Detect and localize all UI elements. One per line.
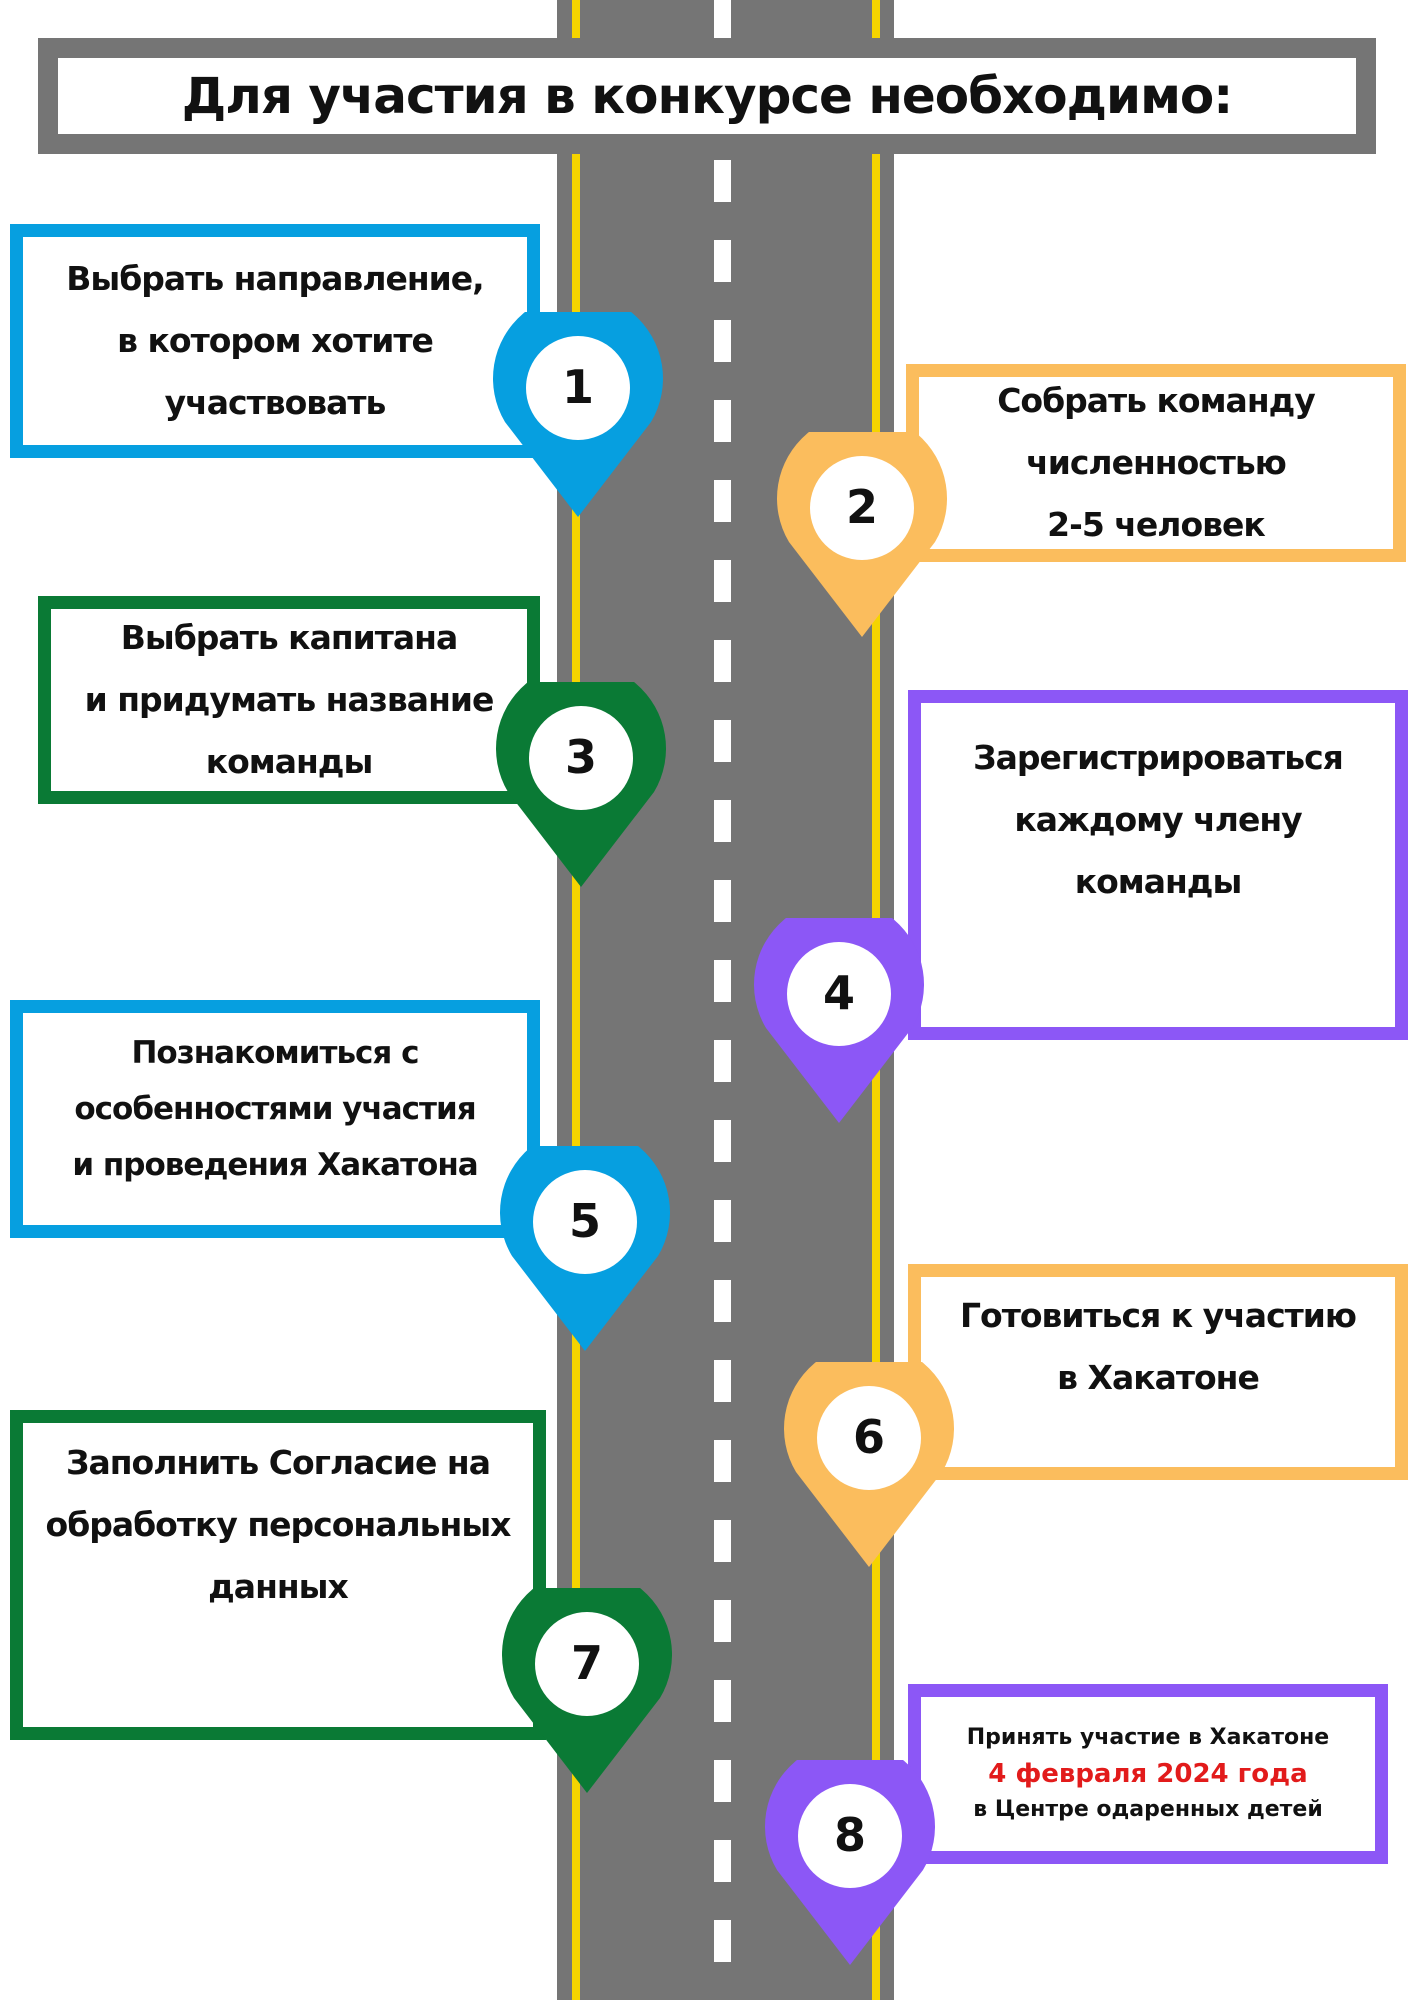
step-4-text: Зарегистрироваться каждому члену команды bbox=[973, 738, 1344, 901]
step-6-pin-icon bbox=[784, 1362, 954, 1567]
step-4-card: Зарегистрироваться каждому члену команды bbox=[908, 690, 1408, 1040]
page-title: Для участия в конкурсе необходимо: bbox=[181, 67, 1234, 125]
step-8-pin-icon bbox=[765, 1760, 935, 1965]
step-3-text: Выбрать капитана и придумать название ко… bbox=[84, 618, 495, 781]
step-5-text: Познакомиться с особенностями участия и … bbox=[72, 1035, 478, 1183]
step-7-card: Заполнить Согласие на обработку персонал… bbox=[10, 1410, 546, 1740]
step-8-line-1: Принять участие в Хакатоне bbox=[966, 1725, 1330, 1750]
step-2-card: Собрать команду численностью 2-5 человек bbox=[906, 364, 1406, 562]
step-3-pin-icon bbox=[496, 682, 666, 887]
step-7-text: Заполнить Согласие на обработку персонал… bbox=[45, 1443, 512, 1606]
step-8-line-3: в Центре одаренных детей bbox=[973, 1797, 1323, 1822]
step-3-number: 3 bbox=[564, 730, 597, 784]
title-box: Для участия в конкурсе необходимо: bbox=[58, 58, 1356, 134]
road-edge-line-left bbox=[572, 0, 580, 2000]
step-2-text: Собрать команду численностью 2-5 человек bbox=[997, 381, 1316, 544]
step-5-pin-icon bbox=[500, 1146, 670, 1351]
step-5-number: 5 bbox=[568, 1194, 601, 1248]
step-6-card: Готовиться к участию в Хакатоне bbox=[908, 1264, 1408, 1480]
step-7-number: 7 bbox=[570, 1636, 603, 1690]
step-1-card: Выбрать направление, в котором хотите уч… bbox=[10, 224, 540, 458]
step-8-number: 8 bbox=[833, 1808, 866, 1862]
step-1-number: 1 bbox=[561, 360, 594, 414]
road-center-dashes bbox=[714, 0, 731, 2000]
step-7-pin-icon bbox=[502, 1588, 672, 1793]
step-6-text: Готовиться к участию в Хакатоне bbox=[960, 1296, 1357, 1397]
step-3-card: Выбрать капитана и придумать название ко… bbox=[38, 596, 540, 804]
step-6-number: 6 bbox=[852, 1410, 885, 1464]
step-8-card: Принять участие в Хакатоне 4 февраля 202… bbox=[908, 1684, 1388, 1864]
step-1-text: Выбрать направление, в котором хотите уч… bbox=[66, 259, 484, 422]
step-2-number: 2 bbox=[845, 480, 878, 534]
step-8-date: 4 февраля 2024 года bbox=[988, 1759, 1308, 1789]
step-2-pin-icon bbox=[777, 432, 947, 637]
step-4-number: 4 bbox=[822, 966, 855, 1020]
step-5-card: Познакомиться с особенностями участия и … bbox=[10, 1000, 540, 1238]
step-1-pin-icon bbox=[493, 312, 663, 517]
step-4-pin-icon bbox=[754, 918, 924, 1123]
